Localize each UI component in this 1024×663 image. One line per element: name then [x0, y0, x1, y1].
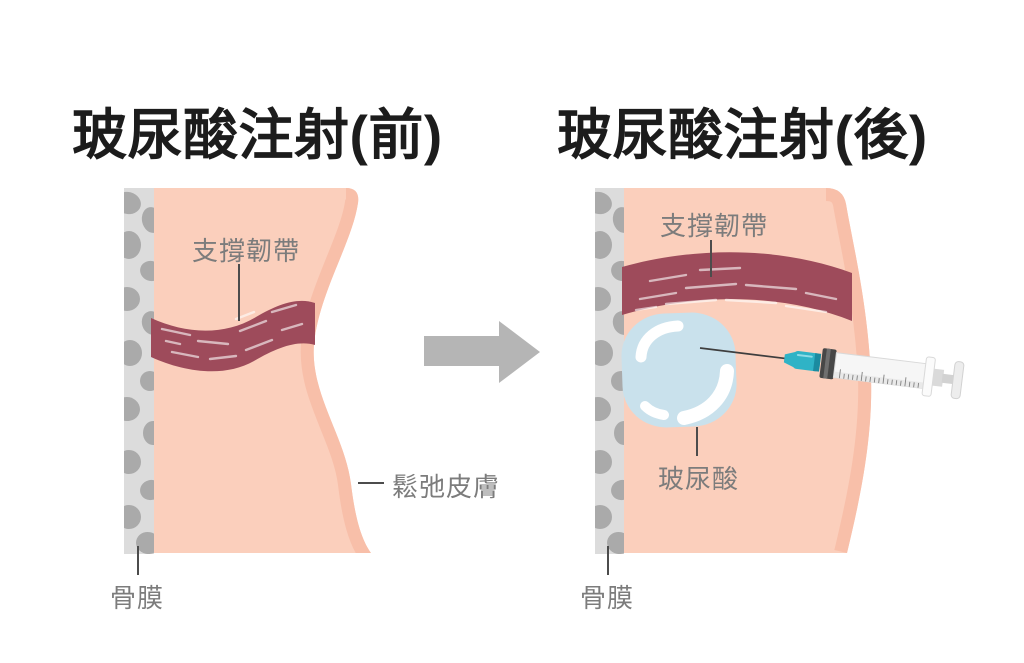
- ligament-fibers-before: [160, 303, 304, 361]
- before-panel: [124, 188, 384, 575]
- syringe-icon: [699, 347, 965, 400]
- ligament-before: [151, 300, 315, 372]
- syringe-scale-ticks: [838, 369, 920, 388]
- label-supporting-ligament-after: 支撐韌帶: [660, 211, 769, 241]
- bone-blobs-before: [124, 191, 154, 554]
- plunger-rod: [932, 368, 945, 387]
- bone-blobs-after: [595, 191, 624, 554]
- label-loose-skin: 鬆弛皮膚: [392, 472, 501, 502]
- ligament-after: [622, 252, 852, 321]
- label-periosteum-after: 骨膜: [580, 583, 635, 613]
- plunger-thumb-rest: [950, 361, 965, 400]
- after-panel: [595, 188, 965, 575]
- label-periosteum-before: 骨膜: [110, 583, 165, 613]
- ligament-fibers-after: [634, 266, 838, 314]
- leader-lines-after: [607, 240, 712, 575]
- title-after: 玻尿酸注射(後): [557, 104, 928, 166]
- hyaluronic-acid-blob: [621, 312, 737, 428]
- needle-hub-base: [813, 353, 822, 372]
- skin-before: [153, 188, 371, 553]
- leader-lines-before: [137, 264, 384, 575]
- filler-highlights: [635, 320, 734, 425]
- label-supporting-ligament-before: 支撐韌帶: [192, 236, 301, 266]
- needle: [699, 347, 794, 361]
- right-arrow-icon: [424, 321, 540, 383]
- skin-edge-after: [825, 188, 872, 553]
- title-before: 玻尿酸注射(前): [72, 104, 443, 166]
- label-hyaluronic-acid: 玻尿酸: [658, 464, 740, 494]
